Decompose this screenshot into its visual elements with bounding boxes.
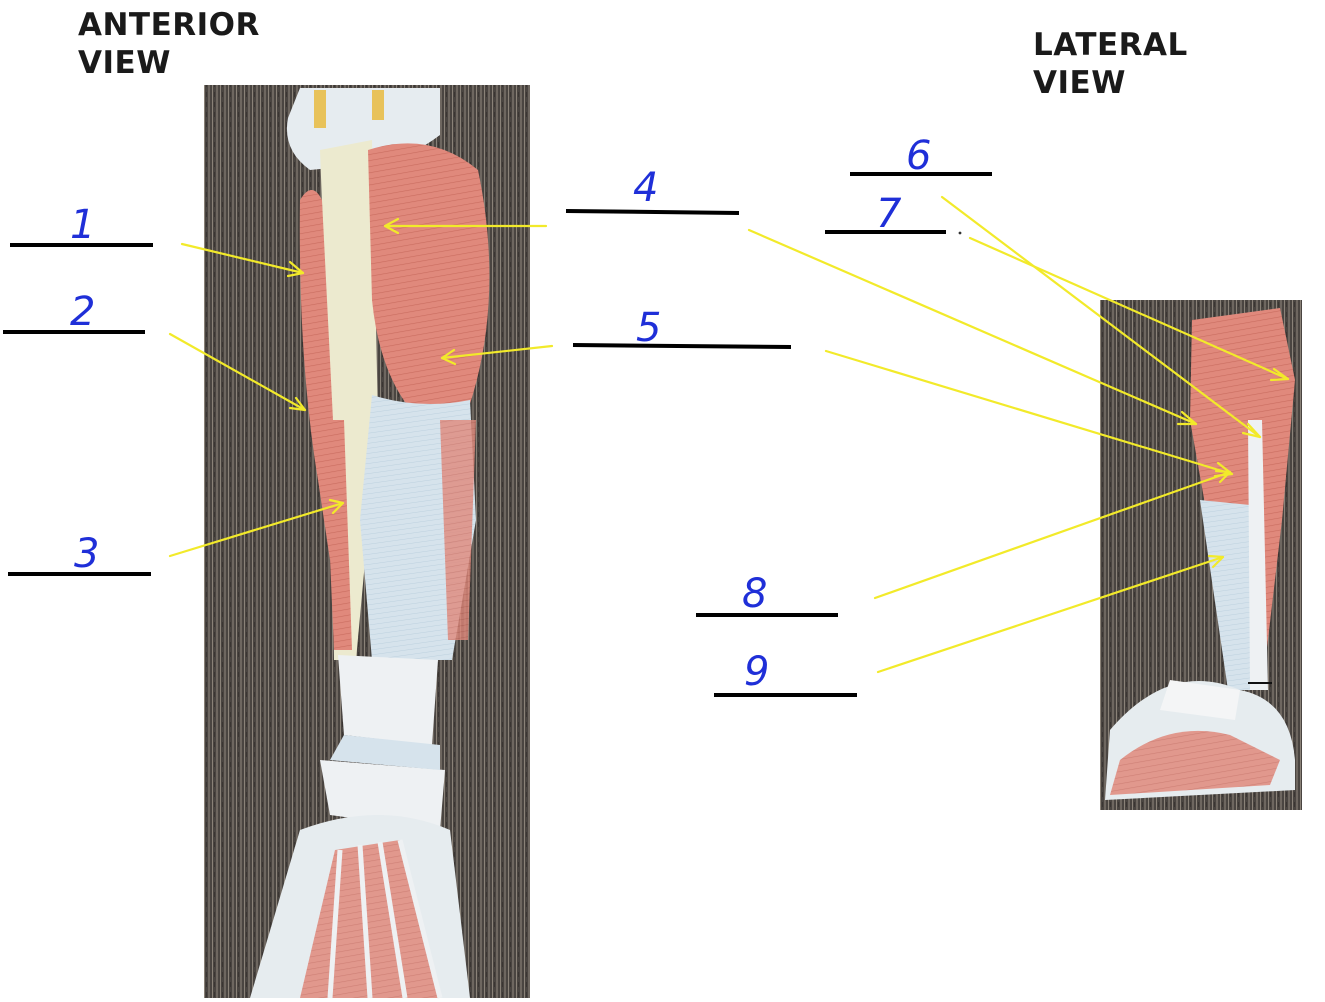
arrow-9 (876, 554, 1225, 674)
anterior-compartment-muscle (368, 143, 490, 421)
label-number-4: 4 (633, 165, 659, 211)
label-number-8: 8 (742, 571, 768, 617)
superior-retinaculum (338, 655, 438, 745)
knee-fat-pad (314, 90, 326, 128)
lateral-view-title: LATERAL VIEW (1033, 26, 1188, 102)
label-number-1: 1 (70, 202, 96, 248)
anterior-leg-photo (204, 85, 530, 999)
lateral-leg-tendons (1200, 500, 1258, 690)
fibular-line (1248, 420, 1268, 690)
arrow-1 (180, 242, 305, 278)
extensor-muscle-lower (440, 420, 476, 640)
label-number-3: 3 (74, 531, 100, 577)
arrow-2 (168, 332, 307, 412)
ankle-tendons (330, 735, 440, 770)
lateral-lower-muscle (324, 420, 352, 650)
anterior-title-line-1: ANTERIOR (78, 7, 260, 43)
label-number-9: 9 (744, 649, 770, 695)
arrow-3 (168, 498, 345, 558)
arrow-4-lateral (747, 228, 1198, 426)
answer-lines (3, 172, 992, 697)
lateral-leg-photo (1100, 300, 1302, 810)
label-number-2: 2 (70, 289, 96, 335)
label-number-5: 5 (636, 305, 662, 351)
inferior-retinaculum (320, 760, 445, 830)
label-number-6: 6 (906, 133, 932, 179)
lateral-title-line-1: LATERAL (1033, 27, 1188, 63)
anterior-title-line-2: VIEW (78, 45, 171, 81)
arrow-4-anterior (383, 217, 548, 235)
anterior-view-title: ANTERIOR VIEW (78, 6, 260, 82)
answer-line-5[interactable] (572, 343, 792, 349)
lateral-foot-muscles (1110, 730, 1280, 795)
arrow-8 (873, 469, 1232, 600)
arrow-6 (940, 195, 1262, 439)
arrow-7 (968, 236, 1290, 382)
lateral-title-line-2: VIEW (1033, 65, 1126, 101)
foot-tendons (327, 839, 443, 999)
stray-mark (958, 231, 962, 235)
answer-line-4[interactable] (565, 209, 740, 215)
label-number-7: 7 (876, 191, 902, 237)
pointer-arrows (168, 195, 1290, 674)
arrow-5-anterior (440, 344, 554, 366)
lateral-retinaculum (1160, 680, 1240, 720)
knee-fat-pad (372, 90, 384, 120)
